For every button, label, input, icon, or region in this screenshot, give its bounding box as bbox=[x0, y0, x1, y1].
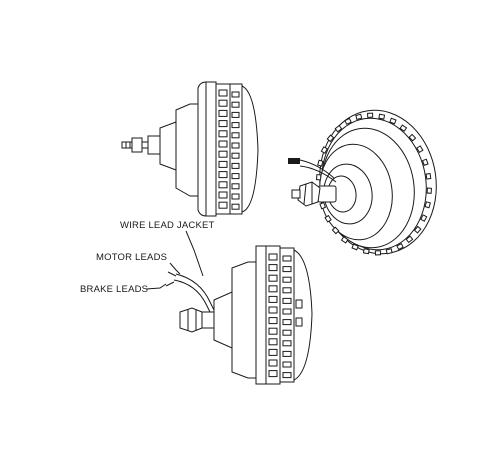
fin-slot bbox=[421, 158, 429, 166]
hub-motor-side-view-top bbox=[121, 81, 259, 217]
fin-slot bbox=[268, 327, 278, 335]
fin-slot bbox=[362, 248, 370, 255]
fin-slot bbox=[399, 124, 408, 132]
fin-slot bbox=[268, 295, 278, 303]
fin-slot bbox=[218, 160, 228, 168]
fin-slot bbox=[320, 146, 328, 154]
cooling-fins-perspective bbox=[315, 112, 432, 256]
fin-slot bbox=[282, 255, 292, 262]
fin-slot bbox=[385, 248, 393, 255]
fin-slot bbox=[282, 287, 292, 294]
fin-slot bbox=[424, 201, 431, 209]
fin-slot bbox=[231, 132, 240, 139]
fin-slot bbox=[218, 150, 228, 158]
fin-slot bbox=[268, 338, 278, 346]
label-wire-lead-jacket: WIRE LEAD JACKET bbox=[120, 220, 215, 231]
fin-slot bbox=[218, 109, 228, 117]
fin-slot bbox=[282, 308, 292, 315]
fin-slot bbox=[374, 250, 382, 256]
fin-slot bbox=[426, 187, 432, 194]
hub-motor-perspective-view bbox=[288, 109, 437, 256]
fin-slot bbox=[413, 225, 422, 234]
fin-slot bbox=[231, 193, 240, 200]
hub-body-bottom bbox=[213, 261, 257, 379]
wheel-shell-top bbox=[197, 81, 259, 217]
cable-perspective bbox=[288, 158, 337, 183]
fin-slot bbox=[344, 117, 352, 125]
axle-shaft-left bbox=[121, 135, 161, 155]
axle-nut-perspective bbox=[291, 181, 337, 207]
fin-slot bbox=[231, 91, 240, 98]
fin-slot bbox=[282, 329, 292, 336]
fin-slot bbox=[355, 113, 363, 121]
fin-slot bbox=[218, 201, 228, 209]
callout-brake-leads: BRAKE LEADS bbox=[80, 283, 167, 295]
callout-motor-leads: MOTOR LEADS bbox=[96, 252, 181, 275]
cooling-fins-top bbox=[218, 89, 240, 210]
fin-slot bbox=[405, 235, 414, 244]
fin-slot bbox=[282, 340, 292, 347]
fin-slot bbox=[231, 152, 240, 159]
fin-slot bbox=[231, 183, 240, 190]
fin-slot bbox=[425, 172, 432, 180]
fin-slot bbox=[268, 285, 278, 293]
fin-slot bbox=[334, 124, 343, 133]
fin-slot bbox=[282, 350, 292, 357]
fin-slot bbox=[282, 319, 292, 326]
fin-slot bbox=[268, 359, 278, 367]
fin-slot bbox=[416, 145, 424, 154]
fin-slot bbox=[326, 134, 335, 143]
fin-slot bbox=[231, 142, 240, 149]
fin-slot bbox=[282, 372, 292, 379]
fin-slot bbox=[389, 117, 397, 125]
fin-slot bbox=[231, 122, 240, 129]
fin-slot bbox=[324, 214, 332, 223]
callout-wire-lead-jacket: WIRE LEAD JACKET bbox=[120, 220, 215, 277]
fin-slot bbox=[218, 181, 228, 189]
fin-slot bbox=[218, 171, 228, 179]
hub-motor-side-view-bottom bbox=[165, 245, 313, 385]
fin-slot bbox=[268, 274, 278, 282]
fin-slot bbox=[268, 370, 278, 378]
fin-slot bbox=[282, 361, 292, 368]
fin-slot bbox=[268, 306, 278, 314]
fin-slot bbox=[231, 101, 240, 108]
label-brake-leads: BRAKE LEADS bbox=[80, 284, 148, 295]
cooling-fins-bottom bbox=[268, 253, 292, 379]
fin-slot bbox=[282, 276, 292, 283]
fin-slot bbox=[268, 253, 278, 261]
fin-slot bbox=[420, 214, 428, 222]
fin-slot bbox=[408, 133, 417, 142]
fin-slot bbox=[319, 202, 327, 210]
fin-slot bbox=[231, 173, 240, 180]
axle-nut-bottom bbox=[179, 307, 215, 333]
fin-slot bbox=[378, 113, 386, 120]
lead-cable bbox=[165, 271, 215, 313]
fin-slot bbox=[315, 174, 322, 181]
fin-slot bbox=[282, 297, 292, 304]
fin-slot bbox=[231, 111, 240, 118]
fin-slot bbox=[268, 317, 278, 325]
fin-slot bbox=[317, 159, 324, 167]
fin-slot bbox=[218, 99, 228, 107]
fin-slot bbox=[340, 236, 349, 244]
wheel-shell-perspective bbox=[319, 109, 437, 255]
fin-slot bbox=[396, 243, 404, 251]
fin-slot bbox=[231, 162, 240, 169]
fin-slot bbox=[218, 191, 228, 199]
fin-slot bbox=[367, 112, 374, 118]
fin-slot bbox=[268, 348, 278, 356]
fin-slot bbox=[231, 203, 240, 210]
fin-slot bbox=[351, 243, 359, 251]
fin-slot bbox=[268, 264, 278, 272]
fin-slot bbox=[282, 266, 292, 273]
fin-slot bbox=[218, 89, 228, 97]
fin-slot bbox=[218, 130, 228, 138]
fin-slot bbox=[218, 140, 228, 148]
hub-stub bbox=[159, 103, 199, 197]
fin-slot bbox=[331, 226, 340, 235]
label-motor-leads: MOTOR LEADS bbox=[96, 252, 167, 263]
fin-slot bbox=[218, 120, 228, 128]
